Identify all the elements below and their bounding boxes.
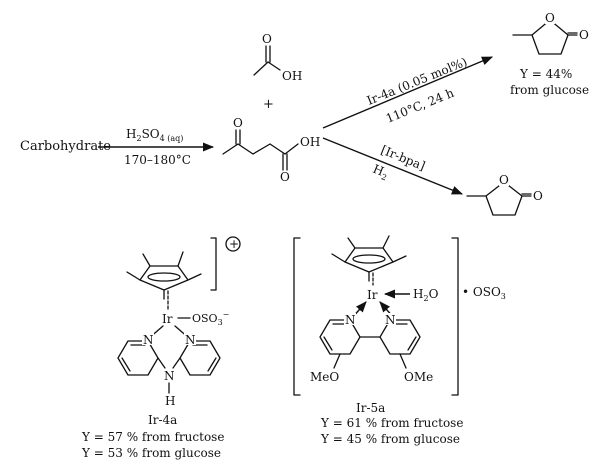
ir-5a-water: H2O [413, 287, 439, 303]
acetic-acid-structure: O OH [253, 32, 302, 83]
ir-4a-n1: N [143, 333, 154, 347]
lactone-ring-o-lower: O [499, 173, 509, 187]
plus-sign: + [263, 97, 274, 112]
lower-reagent: H2 [370, 162, 390, 183]
ir-4a-label: Ir-4a [148, 413, 177, 427]
levulinic-acid-oh: OH [300, 135, 320, 149]
ir-4a-metal: Ir [162, 312, 173, 326]
ir-5a-counterion: • OSO3 [462, 285, 506, 301]
ir-4a-charge: + [229, 237, 239, 251]
acetic-acid-carbonyl-o: O [262, 32, 272, 46]
step1-condition: 170–180°C [124, 153, 191, 167]
ir-5a-metal: Ir [367, 288, 378, 302]
ir-5a-substituent-ome: OMe [404, 370, 433, 384]
upper-arrow [322, 56, 494, 129]
lower-arrow [322, 137, 464, 195]
ir-4a-yield-fructose: Y = 57 % from fructose [81, 430, 224, 444]
lactone-carbonyl-o-upper: O [579, 28, 589, 42]
ir-4a-structure: + Ir OSO3− N N N H [117, 236, 241, 408]
ir-4a-n2: N [185, 333, 196, 347]
ir-5a-n1: N [345, 313, 356, 327]
ir-5a-yield-fructose: Y = 61 % from fructose [320, 416, 463, 430]
ir-4a-nh-h: H [165, 394, 175, 408]
ir-5a-substituent-meo: MeO [310, 370, 339, 384]
acetic-acid-oh: OH [282, 69, 302, 83]
step1-reagent: H2SO4 (aq) [126, 127, 183, 143]
gvl-structure-lower: O O [466, 173, 543, 216]
lower-catalyst: [Ir-bpa] [379, 143, 427, 173]
upper-yield-source: from glucose [510, 83, 589, 97]
ir-5a-label: Ir-5a [356, 401, 385, 415]
ir-5a-yield-glucose: Y = 45 % from glucose [320, 432, 460, 446]
lactone-ring-o-upper: O [545, 11, 555, 25]
levulinic-carboxyl-o: O [280, 170, 290, 184]
ir-5a-n2: N [385, 313, 396, 327]
ir-4a-ligand: OSO3− [192, 310, 229, 327]
ir-4a-nh-n: N [164, 369, 175, 383]
levulinic-ketone-o: O [233, 116, 243, 130]
lactone-carbonyl-o-lower: O [533, 189, 543, 203]
ir-4a-yield-glucose: Y = 53 % from glucose [81, 446, 221, 460]
ir-5a-structure: Ir H2O • OSO3 N N MeO OMe [293, 235, 506, 396]
upper-yield: Y = 44% [519, 67, 572, 81]
levulinic-acid-structure: O OH O [222, 116, 320, 184]
start-material-label: Carbohydrate [20, 139, 111, 154]
gvl-structure-upper: O O [512, 11, 589, 55]
